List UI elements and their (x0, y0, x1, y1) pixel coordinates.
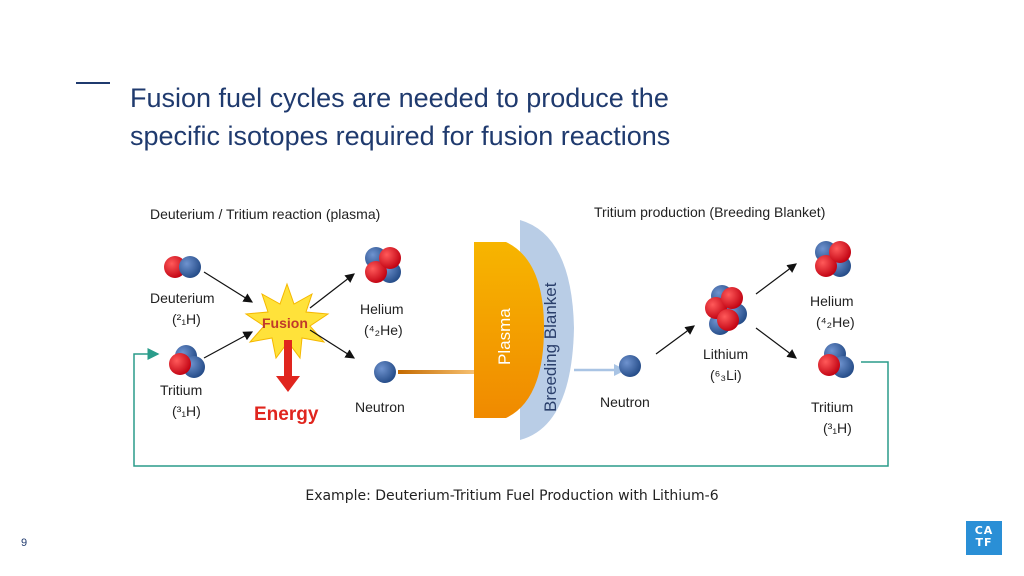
catf-logo: CA TF (966, 521, 1002, 555)
heading-line-1: Fusion fuel cycles are needed to produce… (130, 83, 669, 113)
slide-heading: Fusion fuel cycles are needed to produce… (130, 79, 770, 155)
tritium-input-label: Tritium (160, 382, 202, 398)
heading-line-2: specific isotopes required for fusion re… (130, 121, 671, 151)
neutron-beam (398, 370, 474, 374)
tritium-input-symbol: (³₁H) (172, 403, 201, 419)
bullet-dash (76, 82, 110, 84)
arrow-tritium-to-fusion (203, 331, 254, 359)
arrow-fusion-to-helium (309, 273, 355, 309)
figure-caption: Example: Deuterium-Tritium Fuel Producti… (305, 488, 719, 504)
energy-label: Energy (254, 404, 319, 425)
arrow-lithium-to-helium (755, 263, 797, 295)
arrow-deuterium-to-fusion (203, 271, 254, 303)
tritium-atom-output (818, 343, 854, 378)
deuterium-label: Deuterium (150, 290, 215, 306)
helium-atom-right (815, 241, 851, 277)
deuterium-symbol: (²₁H) (172, 311, 201, 327)
deuterium-atom (164, 256, 201, 278)
plasma-shape (474, 242, 544, 418)
logo-line-2: TF (975, 536, 993, 549)
helium-left-label: Helium (360, 301, 404, 317)
fusion-label: Fusion (262, 315, 308, 331)
lithium-symbol: (⁶₃Li) (710, 367, 742, 383)
tritium-output-symbol: (³₁H) (823, 420, 852, 436)
lithium-label: Lithium (703, 346, 748, 362)
plasma-label: Plasma (495, 308, 514, 365)
helium-atom-left (365, 247, 401, 283)
tritium-output-label: Tritium (811, 399, 853, 415)
logo-line-1: CA (974, 524, 994, 537)
page-number: 9 (21, 537, 28, 549)
arrow-lithium-to-tritium (755, 327, 797, 359)
arrow-fusion-to-neutron (309, 329, 356, 359)
helium-right-symbol: (⁴₂He) (816, 314, 855, 330)
lithium-atom (705, 285, 747, 335)
neutron-left-label: Neutron (355, 399, 405, 415)
left-section-title: Deuterium / Tritium reaction (plasma) (150, 206, 380, 222)
breeding-blanket-label: Breeding Blanket (541, 282, 560, 412)
neutron-left-icon (374, 361, 396, 383)
helium-left-symbol: (⁴₂He) (364, 322, 403, 338)
neutron-right-icon (619, 355, 641, 377)
tritium-atom-input (169, 345, 205, 378)
arrow-neutron-to-lithium (655, 325, 695, 355)
energy-arrow (276, 340, 300, 392)
tritium-return-loop (133, 348, 889, 467)
neutron-right-label: Neutron (600, 394, 650, 410)
helium-right-label: Helium (810, 293, 854, 309)
fuel-cycle-diagram: Deuterium / Tritium reaction (plasma) Tr… (133, 204, 889, 467)
right-section-title: Tritium production (Breeding Blanket) (594, 204, 825, 220)
